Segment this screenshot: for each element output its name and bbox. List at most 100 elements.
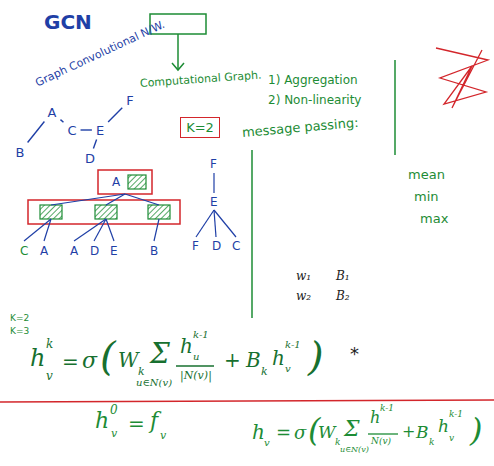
vertex-letter: C xyxy=(67,124,76,137)
graph-vertex: F xyxy=(123,92,136,109)
math-symbol: + xyxy=(402,424,415,440)
math-symbol: h xyxy=(272,348,285,368)
math-symbol: h xyxy=(438,418,449,435)
note-text: C xyxy=(232,240,240,252)
note-text: A xyxy=(40,245,48,257)
graph-edge xyxy=(60,120,63,123)
math-symbol: v xyxy=(285,364,291,374)
note-text: A xyxy=(112,176,120,188)
math-symbol: N(v) xyxy=(371,437,391,446)
math-symbol: Σ xyxy=(150,340,170,368)
math-symbol: k xyxy=(138,366,145,377)
math-symbol: = xyxy=(128,414,145,434)
math-symbol: u xyxy=(193,352,199,362)
math-symbol: = xyxy=(62,352,79,372)
math-symbol: ) xyxy=(308,336,324,376)
scribble xyxy=(436,48,488,108)
divider-line xyxy=(394,60,396,155)
arrow-line xyxy=(177,34,179,70)
note-text: B xyxy=(150,245,158,257)
math-symbol: k xyxy=(261,366,268,377)
math-symbol: v xyxy=(160,430,166,441)
note-text: message passing: xyxy=(241,116,359,139)
math-symbol: B₂ xyxy=(336,290,350,302)
note-text: 1) Aggregation xyxy=(268,74,358,86)
math-symbol: W xyxy=(118,350,139,370)
math-symbol: ( xyxy=(100,336,116,376)
math-symbol: W xyxy=(318,424,335,441)
math-symbol: σ xyxy=(294,424,306,442)
math-symbol: w₁ xyxy=(296,270,311,282)
arrow-head xyxy=(172,63,184,70)
graph-vertex: E xyxy=(93,122,107,139)
math-symbol: + xyxy=(224,350,241,370)
graph-edge xyxy=(93,140,96,149)
note-text: max xyxy=(420,212,448,225)
note-text: F xyxy=(192,240,199,252)
vertex-letter: B xyxy=(16,146,25,159)
note-text: E xyxy=(110,245,118,257)
fraction-bar xyxy=(368,433,398,434)
math-symbol: B₁ xyxy=(336,270,350,282)
separator-line xyxy=(0,400,494,402)
note-text: K=3 xyxy=(10,327,29,336)
math-symbol: Σ xyxy=(344,418,360,440)
note-text: E xyxy=(210,196,218,208)
vertex-letter: E xyxy=(96,124,104,137)
graph-vertex: A xyxy=(45,104,60,121)
title: GCN xyxy=(44,12,92,32)
math-symbol: h xyxy=(30,346,45,370)
hatched-box xyxy=(40,205,62,219)
math-symbol: u∈N(v) xyxy=(340,446,369,454)
note-text: D xyxy=(212,240,221,252)
math-symbol: σ xyxy=(82,350,97,372)
vertex-letter: F xyxy=(126,94,133,107)
math-symbol: h xyxy=(370,410,380,426)
hatched-box xyxy=(148,205,170,219)
note-text: mean xyxy=(408,168,445,181)
tree-lines xyxy=(24,173,236,241)
math-symbol: u∈N(v) xyxy=(136,378,172,388)
note-text: F xyxy=(210,158,217,170)
math-symbol: |N(v)| xyxy=(180,370,212,381)
hatched-box xyxy=(95,205,117,219)
note-text: min xyxy=(414,190,439,203)
divider-line xyxy=(251,150,253,318)
tree-root-box xyxy=(98,170,152,194)
math-symbol: k-1 xyxy=(285,340,301,350)
math-symbol: v xyxy=(111,428,117,439)
note-text: A xyxy=(70,245,78,257)
note-text: C xyxy=(20,245,28,257)
math-symbol: k xyxy=(429,438,434,447)
bounded-label: K=2 xyxy=(180,117,220,138)
math-symbol: v xyxy=(46,370,53,382)
math-symbol: h xyxy=(95,410,109,432)
math-symbol: h xyxy=(252,422,265,442)
math-symbol: h xyxy=(180,336,193,356)
graph-edge xyxy=(28,122,45,143)
math-symbol: w₂ xyxy=(296,290,311,302)
math-symbol: k-1 xyxy=(449,410,463,419)
note-text: 2) Non-linearity xyxy=(268,94,361,106)
graph-edge xyxy=(108,108,122,122)
math-symbol: f xyxy=(150,410,158,432)
math-symbol: k xyxy=(46,338,53,350)
graph-vertex: B xyxy=(13,144,28,161)
note-text: Computational Graph. xyxy=(140,70,262,89)
note-text: D xyxy=(90,245,99,257)
math-symbol: 0 xyxy=(110,404,118,416)
math-symbol: k-1 xyxy=(193,330,209,340)
vertex-letter: A xyxy=(48,106,57,119)
math-symbol: v xyxy=(449,434,454,443)
math-symbol: v xyxy=(264,438,270,448)
graph-edge xyxy=(81,129,92,130)
note-text: K=2 xyxy=(10,314,29,323)
math-symbol: B xyxy=(246,350,261,370)
note-text: * xyxy=(350,345,359,363)
graph-vertex: C xyxy=(64,122,79,139)
math-symbol: k-1 xyxy=(380,404,394,413)
hatched-box xyxy=(128,175,146,189)
math-symbol: k xyxy=(335,438,340,447)
math-symbol: B xyxy=(416,424,429,441)
